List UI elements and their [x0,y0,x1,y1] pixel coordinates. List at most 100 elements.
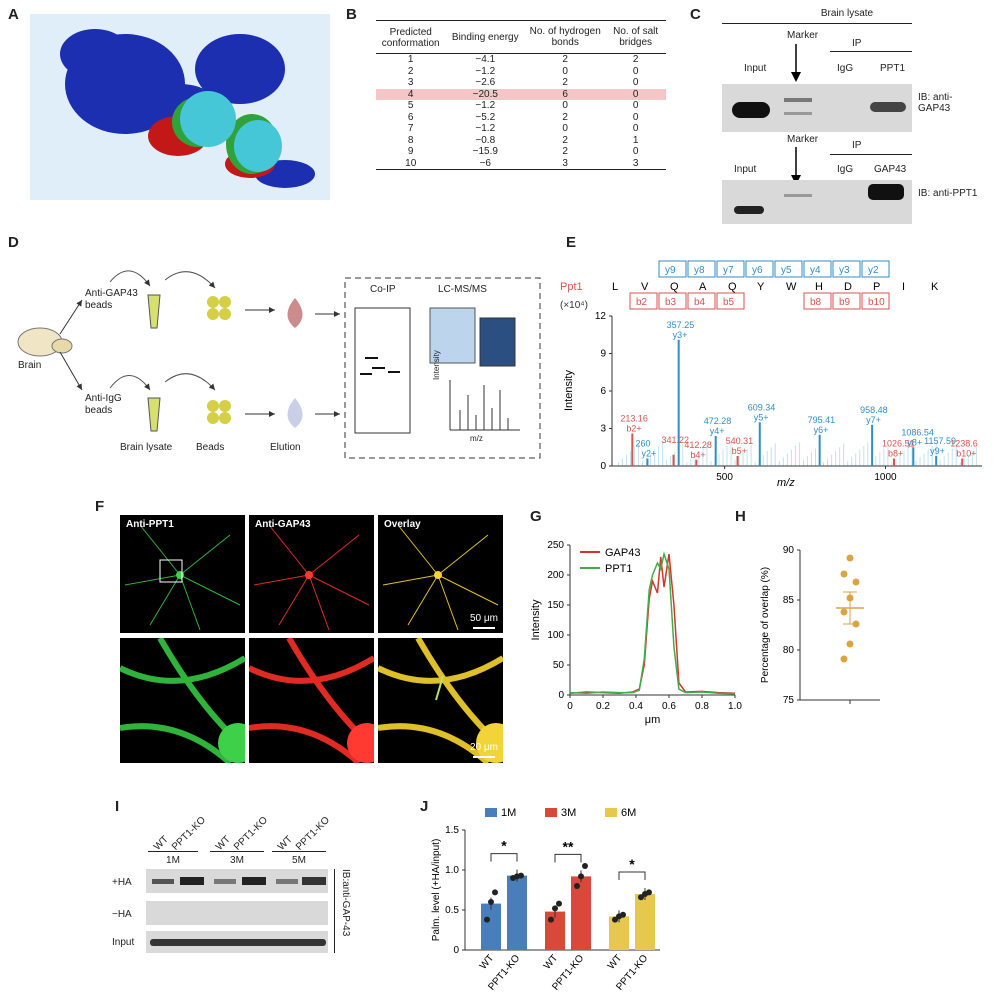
lane-label: WT [276,834,295,853]
tube-icon [147,294,161,329]
y-ion-box [687,260,716,278]
scale-label-20um: 20 μm [470,742,498,753]
x-tick-label: 0.6 [662,701,676,712]
significance-bracket [618,871,646,880]
bar [609,916,629,950]
table-cell: 10 [405,157,417,169]
peak-ion-label: y2+ [641,449,656,459]
tube-icon [147,397,161,432]
legend-swatch [605,808,617,817]
table-cell: 0 [562,100,568,111]
b-ion-box [658,292,687,310]
panel-letter-j: J [420,798,429,815]
brain-lysate-label: Brain lysate [820,8,874,19]
data-point [556,900,562,907]
table-cell: 2 [562,134,568,146]
gel-icon [354,307,411,434]
row-label-input: Input [112,937,135,948]
table-cell: 2 [562,146,568,157]
peak-ion-label: y5+ [754,412,769,422]
coip-blots: Brain lysate Marker IP Input IgG PPT1 IB… [712,8,988,228]
blot-row-input [146,931,328,953]
table-cell: 1 [407,54,414,65]
peak-mz-label: 1086.54 [901,427,934,437]
x-tick-label: 1000 [874,472,897,483]
panel-letter-h: H [735,508,746,525]
significance-marker: * [629,856,635,872]
y-tick-label: 1.0 [445,865,459,876]
y-ion-label: y7 [723,265,734,276]
y-tick-label: 0 [453,945,459,956]
blot-bottom [722,180,912,224]
legend-swatch [545,808,557,817]
anti-gap43-label: Anti-GAP43 [255,519,311,530]
data-point [574,883,580,889]
table-cell: 4 [407,88,414,100]
b-ion-label: b10 [868,297,885,308]
y-axis-label: Percentage of overlap (%) [760,567,771,683]
sequence-residue: Y [757,281,765,293]
table-cell: −2.6 [475,77,496,88]
panel-letter-i: I [115,798,120,815]
binding-table: Predicted conformation Binding energy No… [376,20,666,170]
b-ion-label: b4 [694,297,706,308]
data-point [582,863,588,869]
intensity-scale: (×10⁴) [560,300,588,311]
data-point [840,608,848,616]
y-ion-label: y6 [752,265,763,276]
x-tick-label: 0 [567,701,573,712]
coip-label: Co-IP [370,284,396,295]
lane-label: WT [152,834,171,853]
table-cell: 7 [407,123,414,134]
data-point [846,640,854,648]
panel-letter-a: A [8,6,19,23]
table-header: No. of salt bridges [613,26,659,48]
significance-marker: * [501,838,507,854]
ib-ppt1-label: IB: anti-PPT1 [918,188,978,199]
spectrum-mz-label: m/z [470,434,483,443]
legend-swatch [485,808,497,817]
y-ion-box [832,260,861,278]
table-cell: 3 [407,77,414,88]
y-ion-label: y4 [810,265,821,276]
bar [507,875,527,950]
table-cell: −20.5 [472,88,498,100]
anti-ppt1-label: Anti-PPT1 [126,519,174,530]
significance-bracket [490,853,518,862]
table-cell: 3 [632,157,639,169]
series-line-ppt1 [569,551,736,695]
peak-mz-label: 1026.51 [882,439,915,449]
table-cell: −4.1 [475,54,496,65]
data-point [840,655,848,663]
anti-gap43-beads-label: Anti-GAP43 beads [85,288,138,311]
month-label-3m: 3M [230,855,244,866]
table-cell: 2 [562,77,568,88]
legend-label: 3M [561,807,576,819]
table-header: No. of hydrogen bonds [529,26,601,48]
table-cell: −0.8 [475,134,496,146]
data-point [484,916,490,923]
data-point [638,894,644,901]
table-cell: 6 [407,111,414,123]
b-ion-label: b9 [839,297,851,308]
table-cell: 0 [632,123,639,134]
panel-letter-b: B [346,6,357,23]
peak-mz-label: 357.25 [667,320,695,330]
y-tick-label: 150 [547,600,564,611]
x-tick-label: 0.2 [596,701,610,712]
peak-ion-label: y8+ [907,437,922,447]
table-cell: −1.2 [475,123,496,134]
data-point [488,899,494,905]
table-cell: 0 [632,111,639,123]
table-cell: 3 [562,157,568,169]
b-ion-label: b2 [636,297,648,308]
table-header: Predicted conformation [381,27,440,49]
panel-letter-e: E [566,234,577,251]
data-point [840,570,848,578]
sequence-residue: H [815,281,823,293]
anti-igg-beads-label: Anti-IgG beads [85,393,122,416]
peak-mz-label: 1157.59 [924,436,956,446]
month-label-5m: 5M [292,855,306,866]
